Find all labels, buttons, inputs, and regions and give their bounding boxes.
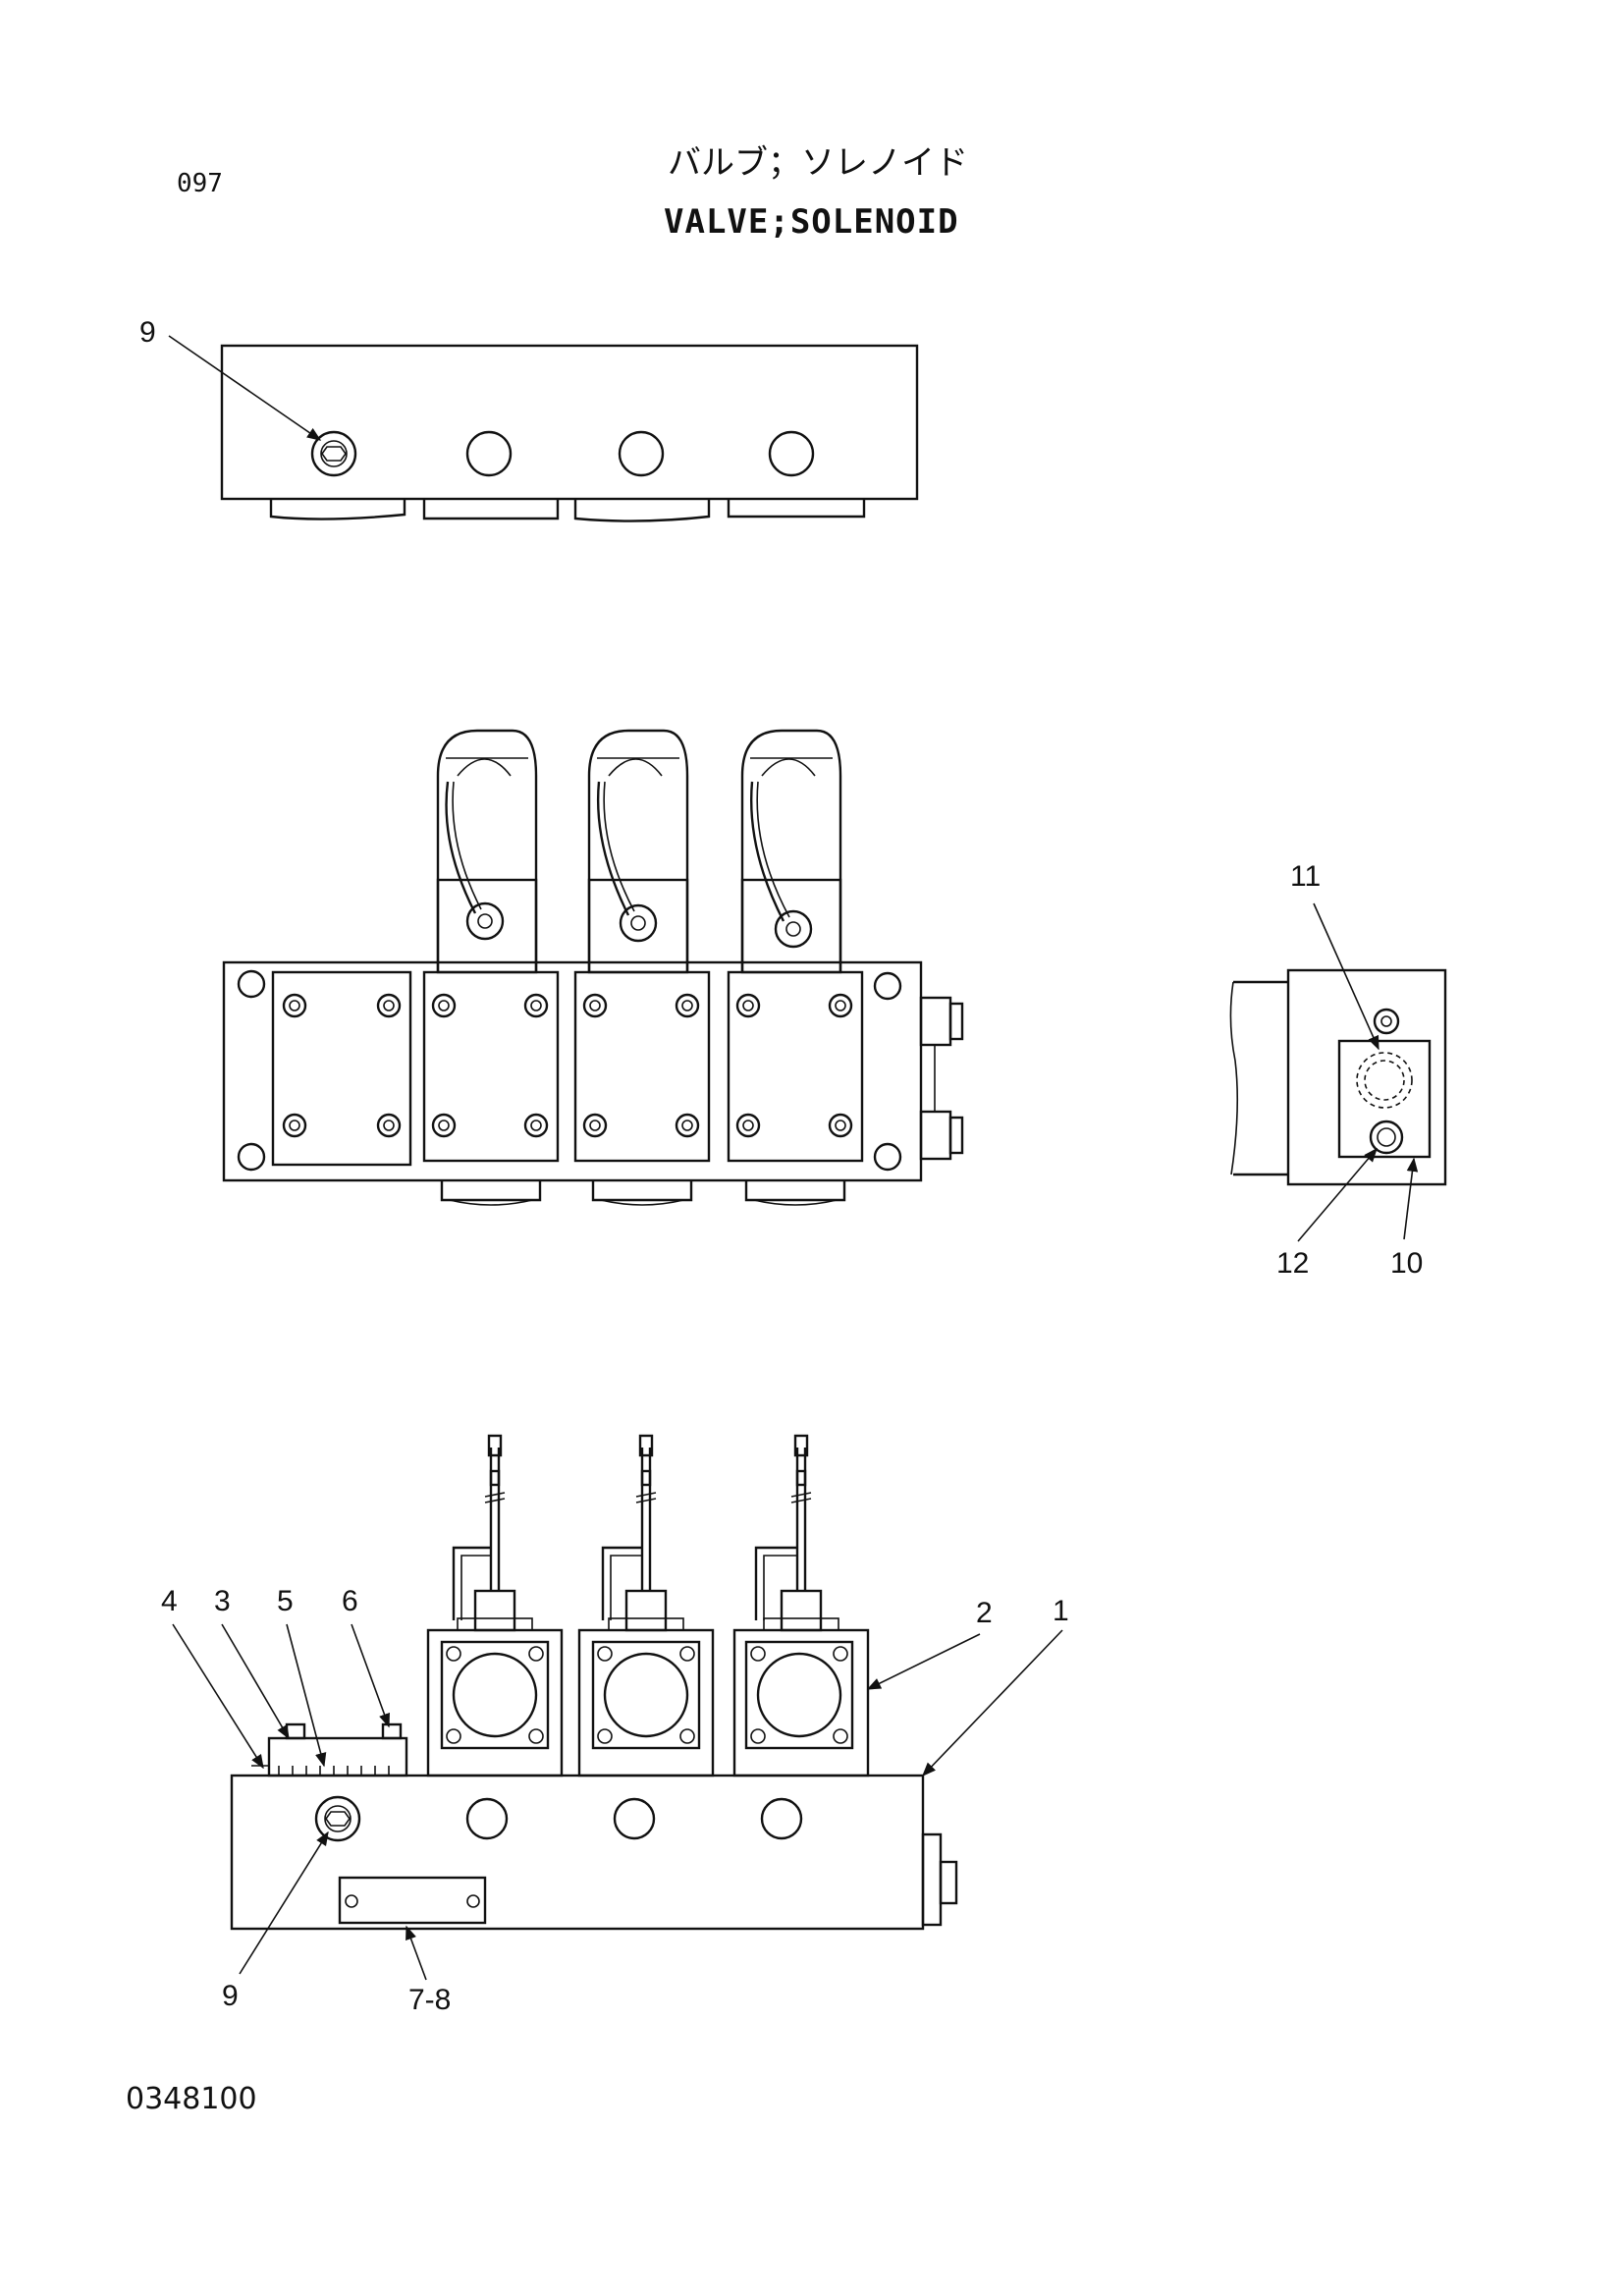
manifold-block-top <box>220 344 919 501</box>
leader-4 <box>172 1623 264 1770</box>
coil-edge-top-2 <box>422 499 560 520</box>
callout-9-top: 9 <box>139 316 156 349</box>
leader-9-front <box>239 1831 329 1975</box>
top-view <box>168 335 919 522</box>
page-number: 097 <box>177 169 223 198</box>
fitting-right-upper <box>919 996 952 1047</box>
coil-edge-top-1 <box>269 499 406 520</box>
callout-7-8: 7-8 <box>408 1984 452 2016</box>
port-plug-front-1 <box>314 1795 361 1842</box>
side-view <box>1229 902 1447 1242</box>
side-plug <box>1369 1120 1404 1155</box>
port-top-4 <box>768 430 815 477</box>
leader-12 <box>1297 1147 1378 1242</box>
solenoid-valve-middle-3 <box>727 729 864 1206</box>
callout-4: 4 <box>161 1585 178 1617</box>
middle-view <box>222 729 964 1206</box>
leader-1 <box>922 1629 1063 1777</box>
manifold-block-front <box>230 1774 925 1931</box>
callout-9-front: 9 <box>222 1980 239 2012</box>
solenoid-valve-middle-1 <box>422 729 560 1206</box>
callout-10: 10 <box>1390 1247 1424 1280</box>
drawing-number: 0348100 <box>126 2082 257 2116</box>
callout-12: 12 <box>1276 1247 1310 1280</box>
fitting-right-lower <box>919 1110 952 1161</box>
callout-11: 11 <box>1290 860 1322 893</box>
leader-7-8 <box>406 1925 427 1981</box>
callout-1: 1 <box>1053 1595 1069 1627</box>
coil-edge-top-4 <box>727 499 866 519</box>
side-manifold-block <box>1286 968 1447 1186</box>
leader-5 <box>286 1623 327 1768</box>
solenoid-valve-middle-2 <box>573 729 711 1206</box>
port-plug-top-1 <box>310 430 357 477</box>
manifold-block-middle <box>222 960 923 1182</box>
title-japanese: バルブ；ソレノイド <box>668 143 968 183</box>
solenoid-valve-front-3 <box>732 1434 870 1777</box>
name-plate <box>338 1876 487 1925</box>
port-top-3 <box>618 430 665 477</box>
side-hidden-port <box>1356 1052 1413 1109</box>
leader-11 <box>1313 902 1380 1051</box>
leader-6 <box>351 1623 390 1728</box>
leader-10 <box>1403 1157 1419 1240</box>
callout-3: 3 <box>214 1585 231 1617</box>
callout-5: 5 <box>277 1585 294 1617</box>
callout-2: 2 <box>976 1597 993 1629</box>
leader-9-top <box>168 335 322 441</box>
cover-plate-middle <box>271 970 412 1167</box>
leader-2 <box>866 1633 981 1690</box>
coil-edge-top-3 <box>573 499 711 522</box>
solenoid-valve-front-2 <box>577 1434 715 1777</box>
port-top-2 <box>465 430 513 477</box>
title-english: VALVE;SOLENOID <box>664 202 959 242</box>
solenoid-valve-front-1 <box>426 1434 564 1777</box>
front-view <box>172 1434 1063 1981</box>
cover-assembly-front <box>267 1736 408 1777</box>
leader-3 <box>221 1623 290 1740</box>
callout-6: 6 <box>342 1585 358 1617</box>
side-cover-plate <box>1337 1039 1432 1159</box>
